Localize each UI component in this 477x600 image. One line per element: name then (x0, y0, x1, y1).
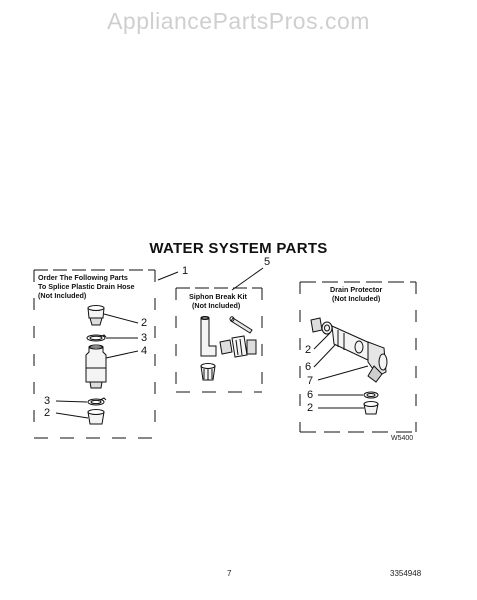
diagram-title: WATER SYSTEM PARTS (149, 240, 328, 257)
right-box-label-line2: (Not Included) (332, 294, 381, 303)
callout-1: 1 (182, 265, 189, 277)
callout-5-leader (231, 267, 264, 291)
callout-left-2a: 2 (141, 317, 148, 329)
page-number: 7 (227, 569, 232, 578)
right-box-label-line1: Drain Protector (330, 285, 383, 294)
right-box-parts (310, 317, 388, 415)
callout-5: 5 (264, 256, 271, 268)
left-box-label-line2: To Splice Plastic Drain Hose (38, 282, 135, 291)
middle-box-parts (200, 316, 257, 381)
left-box-label-line1: Order The Following Parts (38, 273, 128, 282)
watermark-text: AppliancePartsPros.com (107, 8, 370, 34)
document-number: 3354948 (390, 569, 422, 578)
callout-1-leader (157, 271, 179, 281)
callout-right-2a: 2 (305, 344, 312, 356)
callout-right-2b: 2 (307, 402, 314, 414)
middle-box-frame (175, 287, 263, 393)
left-box-frame (33, 269, 156, 439)
middle-box-label-line1: Siphon Break Kit (189, 292, 247, 301)
callout-left-2b: 2 (44, 407, 51, 419)
middle-box-label-line2: (Not Included) (192, 301, 241, 310)
left-box-label-line3: (Not Included) (38, 291, 87, 300)
callout-right-7: 7 (307, 375, 314, 387)
callout-right-6a: 6 (305, 361, 312, 373)
left-box-parts (55, 305, 139, 425)
callout-left-4: 4 (141, 345, 148, 357)
callout-left-3a: 3 (141, 332, 148, 344)
right-box-frame (299, 281, 417, 433)
callout-right-6b: 6 (307, 389, 314, 401)
callout-left-3b: 3 (44, 395, 51, 407)
figure-code: W5400 (391, 435, 414, 442)
